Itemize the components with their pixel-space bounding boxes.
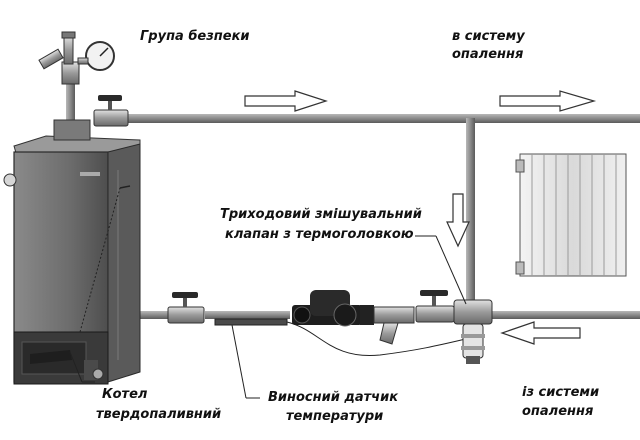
pressure-gauge-icon — [77, 41, 115, 71]
ball-valve-icon — [415, 290, 455, 323]
from-heating-label-line1: із системи — [522, 385, 599, 400]
remote-sensor-label-line2: температури — [286, 409, 383, 424]
return-pipe-right — [488, 311, 640, 319]
return-pipe-sensor — [205, 311, 290, 319]
to-heating-label-line1: в систему — [452, 29, 525, 44]
arrow-right-icon — [499, 90, 597, 112]
relief-valve — [63, 35, 74, 65]
air-vent — [38, 48, 64, 70]
safety-group — [38, 31, 115, 85]
arrow-left-icon — [500, 321, 581, 345]
radiator-icon — [515, 153, 627, 277]
mixing-valve-label-line1: Триходовий змішувальний — [220, 207, 422, 222]
return-pipe-left — [135, 311, 175, 319]
mixing-valve-label-line2: клапан з термоголовкою — [225, 227, 414, 242]
boiler-label-line2: твердопаливний — [96, 407, 221, 422]
circulation-pump-icon — [292, 290, 374, 327]
three-way-mixing-valve-icon — [453, 299, 493, 364]
temperature-sensor-icon — [214, 318, 471, 357]
safety-group-label: Група безпеки — [140, 29, 250, 44]
leader-lines — [69, 235, 467, 399]
remote-sensor-label-line1: Виносний датчик — [268, 390, 399, 405]
solid-fuel-boiler-icon — [3, 119, 141, 385]
ball-valve-icon — [93, 95, 129, 127]
to-heating-label-line2: опалення — [452, 47, 523, 62]
arrow-down-icon — [446, 193, 470, 248]
safety-riser-pipe — [66, 82, 75, 152]
y-strainer-icon — [373, 306, 415, 345]
ball-valve-icon — [167, 292, 205, 324]
flow-arrows — [244, 90, 597, 345]
from-heating-label-line2: опалення — [522, 404, 593, 419]
boiler-label-line1: Котел — [102, 387, 148, 402]
supply-drop-pipe — [466, 118, 475, 304]
supply-pipe — [120, 114, 640, 123]
pipes — [66, 82, 640, 319]
arrow-right-icon — [244, 90, 328, 112]
